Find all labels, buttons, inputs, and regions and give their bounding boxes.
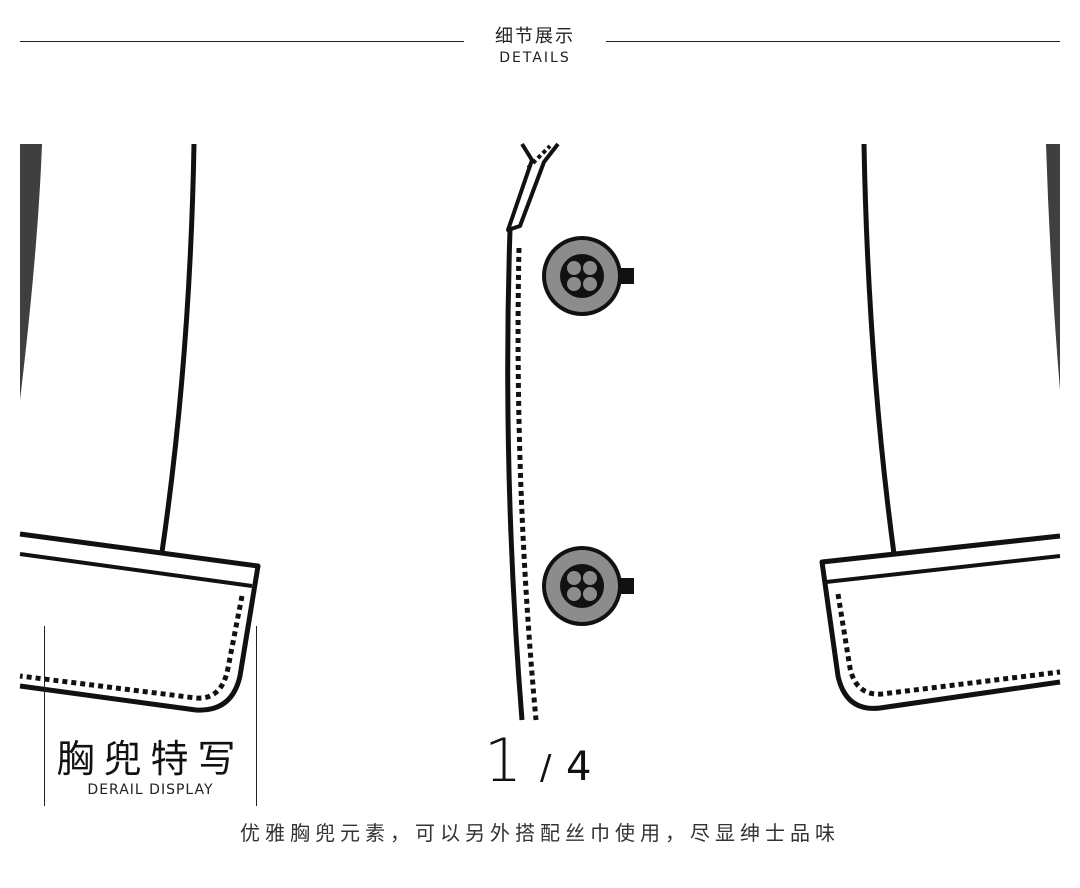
caption-subtitle: DERAIL DISPLAY <box>87 782 214 798</box>
lapel-outline <box>506 142 560 232</box>
left-cuff-band <box>19 552 253 588</box>
header-rule-right <box>606 41 1060 42</box>
left-seam-line <box>159 143 197 553</box>
caption-frame-right-line <box>256 626 257 806</box>
right-cuff-band <box>825 554 1061 584</box>
header-title: 细节展示 <box>495 26 575 47</box>
left-dark-shadow <box>20 144 42 400</box>
front-edge-stitching <box>515 247 539 721</box>
page-counter-current: 1 <box>484 726 523 796</box>
header-subtitle: DETAILS <box>499 50 571 66</box>
button-bottom <box>542 546 634 626</box>
page-counter-slash: / <box>540 748 552 788</box>
right-cuff-stitching <box>835 593 1061 697</box>
right-cuff-outline <box>819 533 1061 711</box>
right-sleeve-drawing <box>819 143 1061 711</box>
caption-frame-left-line <box>44 626 45 806</box>
page-counter-total: 4 <box>566 744 592 790</box>
right-seam-line <box>861 143 897 555</box>
right-dark-shadow <box>1046 144 1060 390</box>
left-cuff-outline <box>19 531 261 713</box>
left-cuff-stitching <box>19 595 245 701</box>
center-placket-drawing <box>505 142 634 721</box>
left-sleeve-drawing <box>19 143 261 713</box>
front-edge-line <box>505 229 525 721</box>
header-rule-left <box>20 41 464 42</box>
lapel-stitching <box>526 144 552 170</box>
footer-description: 优雅胸兜元素，可以另外搭配丝巾使用，尽显绅士品味 <box>240 821 840 845</box>
button-top <box>542 236 634 316</box>
caption-title: 胸兜特写 <box>56 737 245 781</box>
